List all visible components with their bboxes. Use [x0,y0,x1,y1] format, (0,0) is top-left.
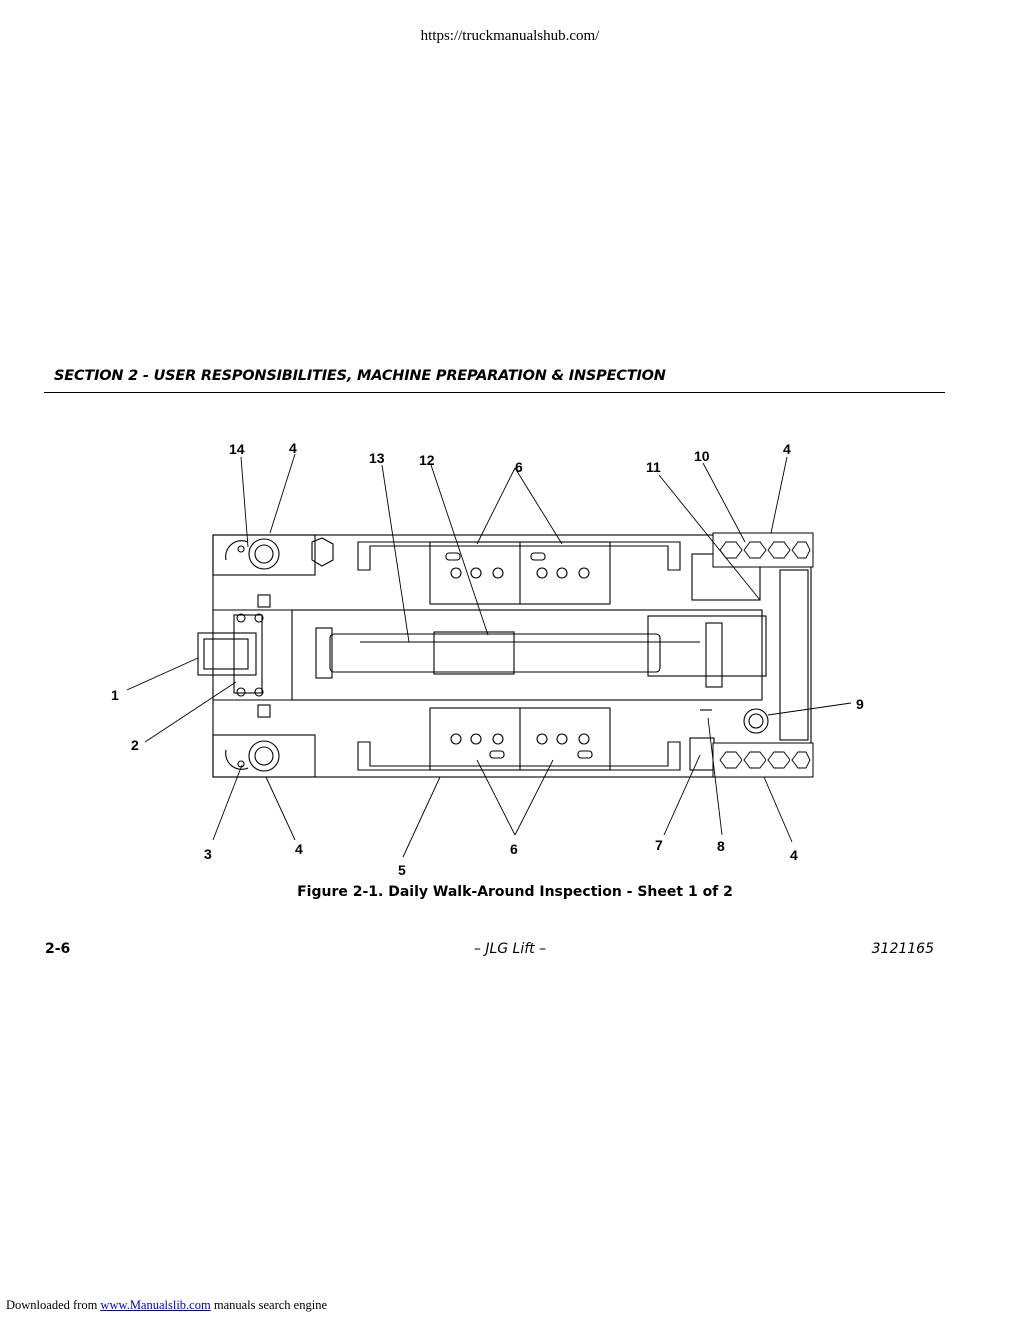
machine-top-view: 1 2 3 4 5 6 7 8 4 9 10 11 12 13 14 4 6 4 [111,440,864,878]
document-number: 3121165 [871,941,934,957]
figure-caption: Figure 2-1. Daily Walk-Around Inspection… [297,884,733,900]
section-title: SECTION 2 - USER RESPONSIBILITIES, MACHI… [54,368,666,384]
footer-brand: – JLG Lift – [473,941,547,957]
callout-4-front-right: 4 [783,441,791,457]
callout-7: 7 [655,837,663,853]
tires [712,532,814,778]
front-control-box [197,632,257,676]
callout-1: 1 [111,687,119,703]
front-left-wheel-area [212,534,316,576]
callout-5: 5 [398,862,406,878]
top-battery-handle [357,541,681,571]
callout-11: 11 [646,459,661,475]
download-prefix: Downloaded from [6,1298,98,1312]
callout-13: 13 [369,450,385,466]
callout-10: 10 [694,448,710,464]
source-url: https://truckmanualshub.com/ [420,28,600,44]
pump-motor [743,708,769,734]
download-suffix: manuals search engine [213,1298,327,1312]
rear-right-tire [712,742,814,778]
callout-4-front-left: 4 [289,440,297,456]
figure-drawing: 1 2 3 4 5 6 7 8 4 9 10 11 12 13 14 4 6 4 [0,420,1020,890]
callout-4-rear-right: 4 [790,847,798,863]
callout-14: 14 [229,441,245,457]
download-note: Downloaded from www.Manualslib.com manua… [6,1298,327,1313]
leader-lines [126,453,852,858]
lift-cylinder [329,633,661,673]
rear-left-wheel [248,740,280,772]
front-right-tire [712,532,814,568]
callout-4-rear-left: 4 [295,841,303,857]
front-module [233,614,263,694]
callout-6-top: 6 [515,459,523,475]
bottom-battery-handle [357,741,681,771]
front-left-wheel [248,538,280,570]
center-frame [291,609,763,701]
rear-left-wheel-area [212,734,316,778]
header-rule [44,392,945,393]
ground-control-box [689,737,715,771]
callout-3: 3 [204,846,212,862]
chassis-outline [212,534,812,778]
page-number: 2-6 [45,941,71,957]
callout-12: 12 [419,452,435,468]
callout-9: 9 [856,696,864,712]
manualslib-link[interactable]: www.Manualslib.com [100,1298,211,1312]
callout-6-bottom: 6 [510,841,518,857]
callout-8: 8 [717,838,725,854]
callout-2: 2 [131,737,139,753]
